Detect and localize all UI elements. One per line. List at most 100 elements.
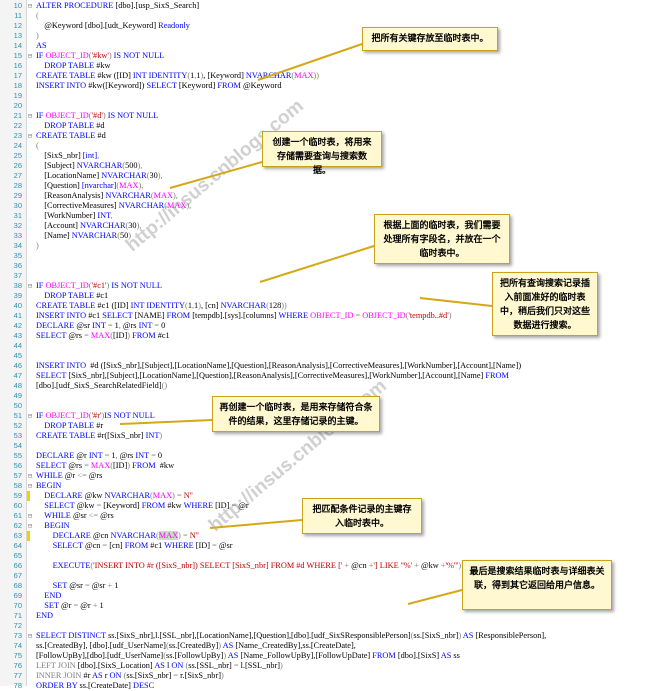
line-number: 78 <box>13 681 22 690</box>
code-text: CREATE TABLE #c1 ([ID] INT IDENTITY(1,1)… <box>36 301 287 310</box>
code-line: 33 [Name] NVARCHAR(50) <box>0 231 650 241</box>
line-number: 22 <box>13 121 22 130</box>
line-number: 17 <box>13 71 22 80</box>
code-line: 17 CREATE TABLE #kw ([ID] INT IDENTITY(1,… <box>0 71 650 81</box>
line-number: 68 <box>13 581 22 590</box>
line-number: 38 <box>13 281 22 290</box>
code-line: 16 DROP TABLE #kw <box>0 61 650 71</box>
line-number: 71 <box>13 611 22 620</box>
code-line: 24( <box>0 141 650 151</box>
code-text: [FollowUpBy],[dbo].[udf_UserName](ss.[Fo… <box>36 651 460 660</box>
code-text: BEGIN <box>36 481 62 490</box>
code-line: 65 <box>0 551 650 561</box>
code-line: 39 DROP TABLE #c1 <box>0 291 650 301</box>
line-number: 28 <box>13 181 22 190</box>
code-text: ss.[CreatedBy], [dbo].[udf_UserName](ss.… <box>36 641 356 650</box>
line-number: 29 <box>13 191 22 200</box>
line-number: 23 <box>13 131 22 140</box>
code-text: DROP TABLE #kw <box>36 61 111 70</box>
line-number: 36 <box>13 261 22 270</box>
code-text: IF OBJECT_ID('#kw') IS NOT NULL <box>36 51 165 60</box>
code-line: 57⊟WHILE @r <= @rs <box>0 471 650 481</box>
line-number: 40 <box>13 301 22 310</box>
collapse-toggle-icon[interactable]: ⊟ <box>27 112 33 120</box>
line-number: 48 <box>13 381 22 390</box>
code-line: 29 [ReasonAnalysis] NVARCHAR(MAX), <box>0 191 650 201</box>
line-number: 11 <box>14 11 22 20</box>
collapse-toggle-icon[interactable]: ⊟ <box>27 2 33 10</box>
code-text: DECLARE @sr INT = 1, @rs INT = 0 <box>36 321 166 330</box>
collapse-toggle-icon[interactable]: ⊟ <box>27 132 33 140</box>
code-line: 37 <box>0 271 650 281</box>
line-number: 41 <box>13 311 22 320</box>
collapse-toggle-icon[interactable]: ⊟ <box>27 512 33 520</box>
line-number: 54 <box>13 441 22 450</box>
line-number: 45 <box>13 351 22 360</box>
code-text: SELECT DISTINCT ss.[SixS_nbr],l.[SSL_nbr… <box>36 631 547 640</box>
code-line: 70 SET @r = @r + 1 <box>0 601 650 611</box>
code-text: ) <box>36 241 39 250</box>
line-number: 56 <box>13 461 22 470</box>
collapse-toggle-icon[interactable]: ⊟ <box>27 412 33 420</box>
line-number: 32 <box>13 221 22 230</box>
line-number: 64 <box>13 541 22 550</box>
line-number: 63 <box>13 531 22 540</box>
code-line: 35 <box>0 251 650 261</box>
line-number: 47 <box>13 371 22 380</box>
code-text: WHILE @sr <= @rs <box>36 511 114 520</box>
line-number: 57 <box>13 471 22 480</box>
code-line: 40 CREATE TABLE #c1 ([ID] INT IDENTITY(1,… <box>0 301 650 311</box>
collapse-toggle-icon[interactable]: ⊟ <box>27 632 33 640</box>
callout-store-matching-keys: 把匹配条件记录的主键存入临时表中。 <box>302 498 422 534</box>
code-line: 59 DECLARE @kw NVARCHAR(MAX) = N'' <box>0 491 650 501</box>
code-text: @Keyword [dbo].[udt_Keyword] Readonly <box>36 21 190 30</box>
code-line: 12 @Keyword [dbo].[udt_Keyword] Readonly <box>0 21 650 31</box>
line-number: 39 <box>13 291 22 300</box>
code-text: SELECT @rs = MAX([ID]) FROM #c1 <box>36 331 170 340</box>
code-line: 60 SELECT @kw = [Keyword] FROM #kw WHERE… <box>0 501 650 511</box>
code-line: 15⊟IF OBJECT_ID('#kw') IS NOT NULL <box>0 51 650 61</box>
line-number: 16 <box>13 61 22 70</box>
code-text: CREATE TABLE #kw ([ID] INT IDENTITY(1,1)… <box>36 71 320 80</box>
code-text: [WorkNumber] INT, <box>36 211 113 220</box>
code-line: 50 <box>0 401 650 411</box>
code-text: ( <box>36 11 39 20</box>
collapse-toggle-icon[interactable]: ⊟ <box>27 482 33 490</box>
code-line: 31 [WorkNumber] INT, <box>0 211 650 221</box>
code-line: 30 [CorrectiveMeasures] NVARCHAR(MAX), <box>0 201 650 211</box>
collapse-toggle-icon[interactable]: ⊟ <box>27 52 33 60</box>
collapse-toggle-icon[interactable]: ⊟ <box>27 282 33 290</box>
line-number: 14 <box>13 41 22 50</box>
code-line: 23⊟CREATE TABLE #d <box>0 131 650 141</box>
code-text: END <box>36 591 62 600</box>
line-number: 33 <box>13 231 22 240</box>
code-line: 27 [LocationName] NVARCHAR(30), <box>0 171 650 181</box>
code-line: 75[FollowUpBy],[dbo].[udf_UserName](ss.[… <box>0 651 650 661</box>
line-number: 21 <box>13 111 22 120</box>
callout-result-temp-table: 再创建一个临时表，是用来存储符合条件的结果，这里存储记录的主键。 <box>212 396 380 432</box>
code-text: ) <box>36 31 39 40</box>
code-text: [Name] NVARCHAR(50) <box>36 231 132 240</box>
code-text: [ReasonAnalysis] NVARCHAR(MAX), <box>36 191 178 200</box>
code-line: 26 [Subject] NVARCHAR(500), <box>0 161 650 171</box>
code-text: BEGIN <box>36 521 70 530</box>
line-number: 25 <box>13 151 22 160</box>
code-line: 10⊟ALTER PROCEDURE [dbo].[usp_SixS_Searc… <box>0 1 650 11</box>
callout-join-results: 最后是搜索结果临时表与详细表关联，得到其它返回给用户信息。 <box>462 560 612 610</box>
code-line: 28 [Question] [nvarchar](MAX), <box>0 181 650 191</box>
code-line: 61⊟ WHILE @sr <= @rs <box>0 511 650 521</box>
code-text: SET @r = @r + 1 <box>36 601 104 610</box>
code-text: SELECT @kw = [Keyword] FROM #kw WHERE [I… <box>36 501 249 510</box>
collapse-toggle-icon[interactable]: ⊟ <box>27 522 33 530</box>
collapse-toggle-icon[interactable]: ⊟ <box>27 472 33 480</box>
code-text: INSERT INTO #d ([SixS_nbr],[Subject],[Lo… <box>36 361 522 370</box>
code-text: DECLARE @r INT = 1, @rs INT = 0 <box>36 451 163 460</box>
code-line: 44 <box>0 341 650 351</box>
code-line: 48[dbo].[udf_SixS_SearchRelatedField]() <box>0 381 650 391</box>
code-text: DROP TABLE #c1 <box>36 291 109 300</box>
